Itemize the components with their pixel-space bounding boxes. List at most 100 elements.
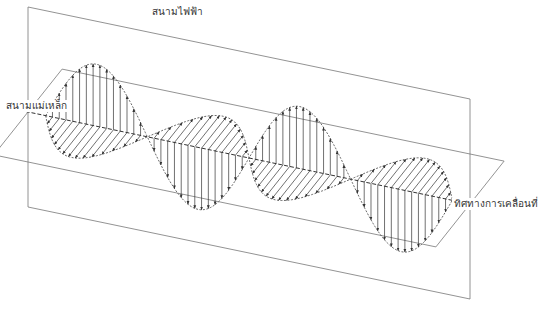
magnetic-vector <box>364 169 374 182</box>
magnetic-vector <box>195 116 220 147</box>
electric-vector <box>337 151 338 176</box>
electric-vector <box>133 109 134 134</box>
magnetic-vector <box>51 120 66 138</box>
electric-vector <box>364 182 365 207</box>
electric-vector <box>120 85 121 131</box>
electric-vector <box>228 154 229 190</box>
electric-vector <box>343 165 344 178</box>
electric-vector <box>391 188 392 247</box>
electric-vector <box>431 196 432 232</box>
magnetic-vector <box>229 135 244 153</box>
electric-vector <box>140 123 141 136</box>
electric-vector <box>418 193 419 247</box>
magnetic-vector <box>405 159 430 190</box>
magnetic-vector <box>357 174 362 180</box>
magnetic-vector <box>251 159 256 165</box>
magnetic-vector <box>255 162 270 180</box>
magnetic-vector <box>316 175 331 193</box>
electric-vector <box>208 150 209 209</box>
electric-vector <box>282 111 283 165</box>
electric-vector <box>221 152 222 198</box>
electric-vector <box>160 140 161 165</box>
electric-vector <box>113 76 114 130</box>
electric-vector <box>201 148 202 210</box>
electric-vector <box>86 65 87 124</box>
magnetic-vector <box>425 171 443 194</box>
magnetic-vector <box>378 162 396 185</box>
electric-vector <box>398 189 399 251</box>
propagation-axis <box>8 108 470 204</box>
electric-vector <box>72 75 73 121</box>
electric-vector <box>316 118 317 172</box>
magnetic-vector <box>174 119 192 142</box>
field-label: สนามแม่เหล็ก <box>4 100 69 112</box>
electric-vector <box>384 186 385 240</box>
magnetic-vector <box>327 176 337 189</box>
electric-vector <box>181 144 182 198</box>
magnetic-vector <box>154 132 159 138</box>
electric-vector <box>79 69 80 123</box>
magnetic-vector <box>202 117 227 148</box>
magnetic-vector <box>135 135 140 141</box>
magnetic-vector <box>242 150 247 156</box>
magnetic-vector <box>102 131 120 154</box>
electric-vector <box>289 107 290 166</box>
magnetic-vector <box>258 164 276 187</box>
magnetic-vector <box>75 127 100 158</box>
electric-vector <box>309 112 310 171</box>
electric-vector <box>174 142 175 188</box>
magnetic-vector <box>371 165 386 183</box>
electric-vector <box>242 157 243 170</box>
electric-vector <box>235 155 236 180</box>
magnetic-vector <box>252 161 262 174</box>
electric-vector <box>377 185 378 231</box>
electric-vector <box>194 147 195 209</box>
electric-vector <box>93 64 94 126</box>
magnetic-vector <box>47 117 52 123</box>
magnetic-vector <box>398 158 423 189</box>
magnetic-vector <box>339 178 344 184</box>
magnetic-field-plane <box>0 69 504 247</box>
electric-vector <box>99 65 100 127</box>
electric-vector <box>127 96 128 132</box>
electric-vector <box>262 136 263 161</box>
electric-vector <box>296 106 297 168</box>
magnetic-vector <box>235 142 245 155</box>
electric-vector <box>167 141 168 177</box>
electric-field-plane <box>28 7 470 299</box>
electric-vector <box>425 195 426 241</box>
magnetic-vector <box>279 169 304 200</box>
electric-vector <box>404 190 405 252</box>
field-label: สนามไฟฟ้า <box>150 6 205 18</box>
magnetic-vector <box>272 168 297 199</box>
electric-vector <box>188 145 189 204</box>
field-label: ทิศทางการเคลื่อนที่ <box>452 198 540 210</box>
electric-vector <box>269 126 270 162</box>
electric-vector <box>370 183 371 219</box>
electric-vector <box>438 197 439 222</box>
electric-vector <box>357 181 358 194</box>
electric-vector <box>411 192 412 251</box>
electric-vector <box>215 151 216 205</box>
magnetic-vector <box>446 192 451 198</box>
electric-vector <box>255 147 256 160</box>
magnetic-vector <box>439 185 449 198</box>
electric-vector <box>154 138 155 151</box>
magnetic-vector <box>168 123 183 141</box>
magnetic-vector <box>68 126 93 157</box>
magnetic-vector <box>222 129 240 152</box>
electric-vector <box>445 199 446 212</box>
magnetic-vector <box>305 174 323 197</box>
magnetic-vector <box>124 134 134 147</box>
electric-vector <box>330 138 331 174</box>
electric-vector <box>276 118 277 164</box>
magnetic-vector <box>54 121 72 144</box>
magnetic-vector <box>432 178 447 196</box>
magnetic-vector <box>161 127 171 140</box>
electric-vector <box>303 108 304 170</box>
electric-vector <box>323 127 324 173</box>
electric-vector <box>106 69 107 128</box>
magnetic-vector <box>112 133 127 151</box>
